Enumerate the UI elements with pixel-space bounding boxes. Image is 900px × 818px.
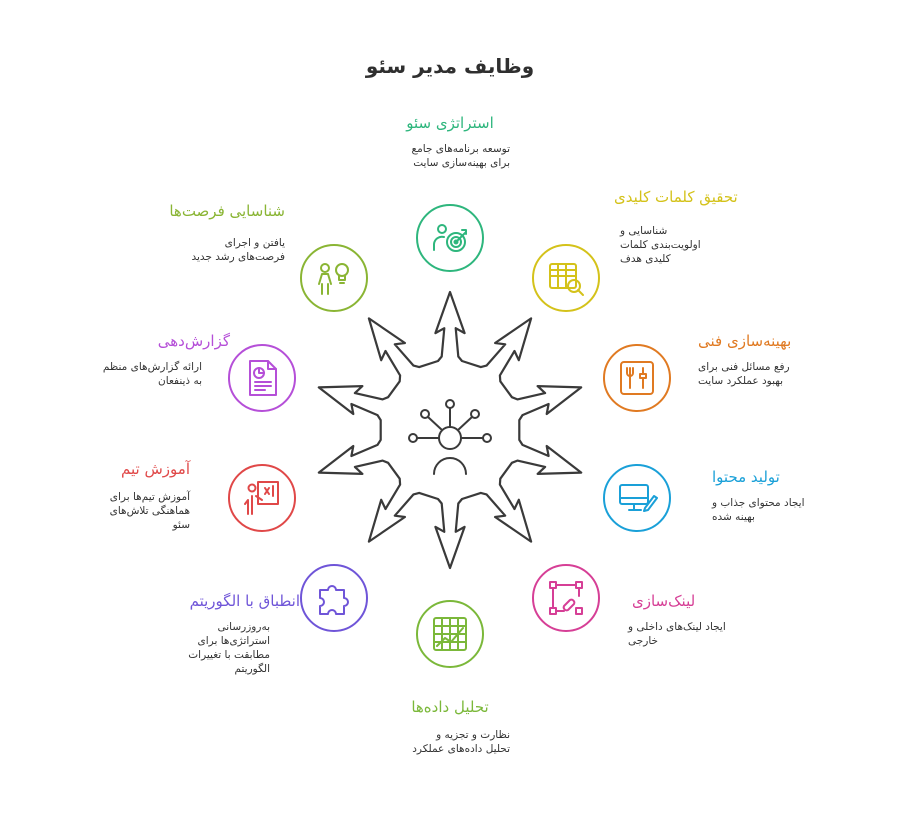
node-title-opportunities: شناسایی فرصت‌ها [169, 202, 285, 220]
node-title-strategy: استراتژی سئو [406, 114, 494, 132]
node-ring-strategy [416, 204, 484, 272]
target-person-icon [433, 224, 467, 252]
arrow-burst [317, 290, 583, 570]
node-desc-links: ایجاد لینک‌های داخلی و خارجی [628, 621, 726, 647]
puzzle-icon [319, 585, 349, 615]
node-title-algorithm: انطباق با الگوریتم [189, 592, 300, 610]
node-title-training: آموزش تیم [121, 460, 190, 478]
node-ring-technical [603, 344, 671, 412]
node-ring-keywords [532, 244, 600, 312]
diagram-title: وظایف مدیر سئو [365, 54, 535, 78]
node-ring-algorithm [300, 564, 368, 632]
node-desc-reporting: ارائه گزارش‌های منظم به ذینفعان [102, 361, 202, 387]
node-desc-content: ایجاد محتوای جذاب و بهینه شده [712, 497, 805, 523]
node-ring-content [603, 464, 671, 532]
node-ring-analytics [416, 600, 484, 668]
node-title-links: لینک‌سازی [632, 592, 696, 610]
node-desc-algorithm: به‌روزرسانی استراتژی‌ها برای مطابقت با ت… [188, 621, 270, 675]
node-desc-analytics: نظارت و تجزیه و تحلیل داده‌های عملکرد [412, 729, 510, 755]
link-nodes-icon [549, 581, 583, 615]
node-desc-strategy: توسعه برنامه‌های جامع برای بهینه‌سازی سا… [411, 143, 510, 169]
node-desc-keywords: شناسایی و اولویت‌بندی کلمات کلیدی هدف [620, 225, 701, 265]
node-title-analytics: تحلیل داده‌ها [411, 698, 489, 716]
node-ring-opportunities [300, 244, 368, 312]
node-ring-links [532, 564, 600, 632]
person-bulb-icon [318, 263, 349, 295]
node-ring-training [228, 464, 296, 532]
node-desc-training: آموزش تیم‌ها برای هماهنگی تلاش‌های سئو [109, 491, 190, 531]
node-ring-reporting [228, 344, 296, 412]
node-desc-opportunities: یافتن و اجرای فرصت‌های رشد جدید [191, 237, 286, 263]
report-icon [249, 360, 277, 396]
chart-grid-icon [433, 617, 467, 651]
node-title-technical: بهینه‌سازی فنی [698, 332, 792, 350]
monitor-pen-icon [619, 484, 658, 512]
node-title-keywords: تحقیق کلمات کلیدی [614, 188, 738, 206]
node-title-content: تولید محتوا [712, 468, 780, 486]
table-search-icon [549, 263, 584, 296]
node-desc-technical: رفع مسائل فنی برای بهبود عملکرد سایت [698, 361, 790, 387]
manager-network-icon [408, 399, 492, 475]
tools-icon [620, 361, 654, 395]
node-title-reporting: گزارش‌دهی [157, 332, 230, 350]
teacher-board-icon [244, 481, 279, 515]
